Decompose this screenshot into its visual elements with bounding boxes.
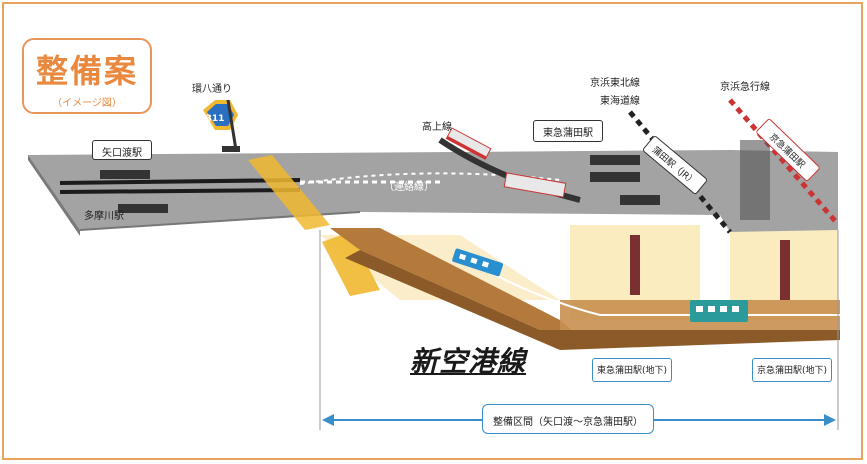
ground-slab (28, 150, 838, 232)
platform-2 (590, 172, 640, 182)
tokyu-shaft (630, 235, 640, 295)
label-keihin-tohoku: 京浜東北線 (590, 78, 640, 89)
road-crossing (248, 155, 330, 230)
elevated-train-2 (503, 172, 567, 198)
keikyu-shaft (780, 240, 790, 300)
station-yaguchi: 矢口渡駅 (92, 140, 152, 160)
route-number: 311 (205, 114, 225, 124)
surface-track-1 (59, 178, 301, 185)
tamagawa-platform (118, 204, 168, 213)
route-badge: 311 (200, 106, 230, 136)
station-keikyu-kamata-underground: 京急蒲田駅(地下) (752, 358, 832, 382)
elevated-train-1 (445, 127, 492, 160)
surface-track-2 (59, 188, 301, 194)
keikyu-line (728, 98, 838, 224)
yaguchi-platform (100, 170, 150, 179)
label-tunnel: （連絡線） (384, 182, 434, 193)
tunnel-train (452, 248, 504, 277)
new-line-tunnel (330, 228, 590, 345)
title-main: 整備案 (35, 52, 138, 90)
title-sub: （イメージ図） (52, 98, 122, 109)
new-line-title: 新空港線 (410, 345, 527, 378)
section-label: 整備区間（矢口渡～京急蒲田駅） (482, 404, 654, 434)
keikyu-structure (740, 140, 770, 220)
underground-train (690, 300, 748, 322)
label-kanpachi: 環八通り (192, 84, 232, 95)
station-tokyu-kamata-underground: 東急蒲田駅(地下) (592, 358, 672, 382)
label-keikyu-line: 京浜急行線 (720, 82, 770, 93)
platform-3 (620, 195, 660, 205)
station-tokyu-kamata: 東急蒲田駅 (533, 120, 603, 142)
station-tamagawa: 多摩川駅 (84, 211, 124, 222)
platform-1 (590, 155, 640, 165)
label-elevated: 高上線 (422, 122, 452, 133)
ground-edge (28, 155, 80, 236)
road-crossing-lower (322, 232, 380, 296)
label-tokaido: 東海道線 (600, 96, 640, 107)
title-box: 整備案 （イメージ図） (22, 38, 152, 114)
